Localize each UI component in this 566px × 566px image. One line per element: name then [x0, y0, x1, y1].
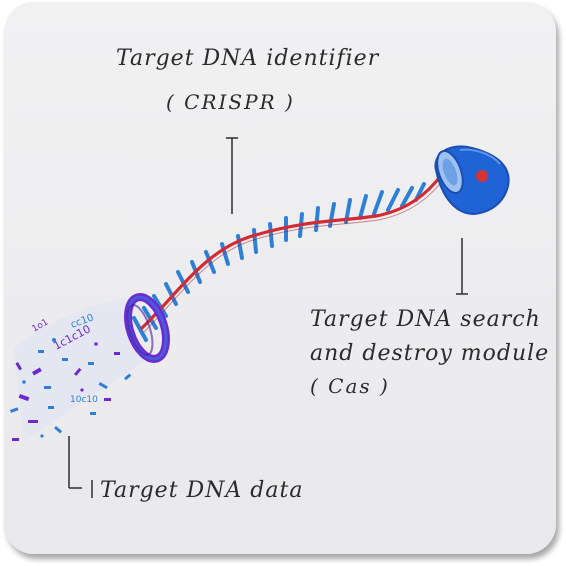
dna-backbone-strand — [140, 172, 444, 330]
pointer-identifier — [226, 137, 238, 214]
pointer-data — [68, 436, 93, 498]
diagram-card: 1c1c10 10c10 cc10 1o1 — [4, 2, 556, 554]
crispr-ring-icon — [124, 293, 170, 363]
cas-enzyme-icon — [434, 145, 510, 216]
dna-data-fragments: 1c1c10 10c10 cc10 1o1 — [9, 298, 144, 442]
diagram-art: 1c1c10 10c10 cc10 1o1 — [9, 137, 510, 498]
label-identifier-title: Target DNA identifier — [116, 46, 380, 71]
label-identifier-sub: ( CRISPR ) — [166, 90, 295, 114]
pointer-module — [456, 238, 468, 295]
label-data: Target DNA data — [100, 478, 304, 503]
label-module-line1: Target DNA search — [310, 307, 541, 332]
label-module-line3: ( Cas ) — [310, 374, 390, 398]
label-module-line2: and destroy module — [310, 341, 550, 366]
svg-text:10c10: 10c10 — [70, 395, 98, 405]
